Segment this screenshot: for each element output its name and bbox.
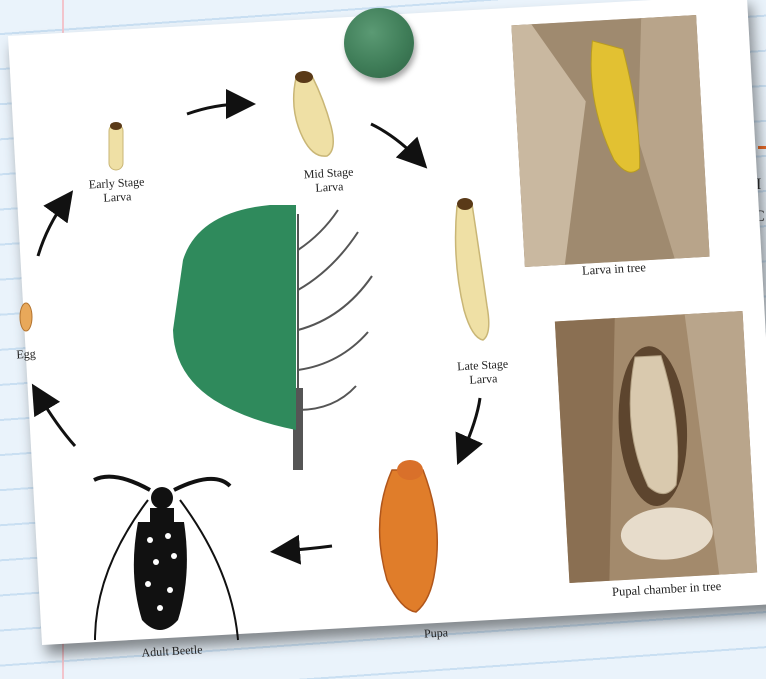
arrow-egg-to-early [38, 200, 66, 256]
late-larva-icon [456, 198, 489, 340]
egg-icon [20, 303, 32, 331]
photo-pupal-chamber-in-tree [555, 311, 757, 583]
arrow-adult-to-egg [38, 394, 75, 446]
label-late-stage-larva: Late Stage Larva [439, 356, 526, 389]
label-early-stage-larva: Early Stage Larva [73, 174, 160, 207]
arrow-early-to-mid [187, 104, 244, 114]
tree-half-leafy-half-bare-icon [173, 205, 372, 470]
label-mid-stage-larva: Mid Stage Larva [285, 164, 372, 197]
photo-larva-in-tree [511, 15, 709, 267]
mid-larva-icon [294, 71, 334, 156]
arrow-pupa-to-adult [282, 546, 332, 551]
arrow-late-to-pupa [462, 398, 480, 454]
push-pin-icon [344, 8, 414, 78]
adult-beetle-icon [94, 477, 238, 640]
arrow-mid-to-late [371, 124, 419, 160]
label-egg: Egg [6, 346, 47, 362]
early-larva-icon [109, 122, 123, 170]
pupa-icon [380, 460, 438, 612]
